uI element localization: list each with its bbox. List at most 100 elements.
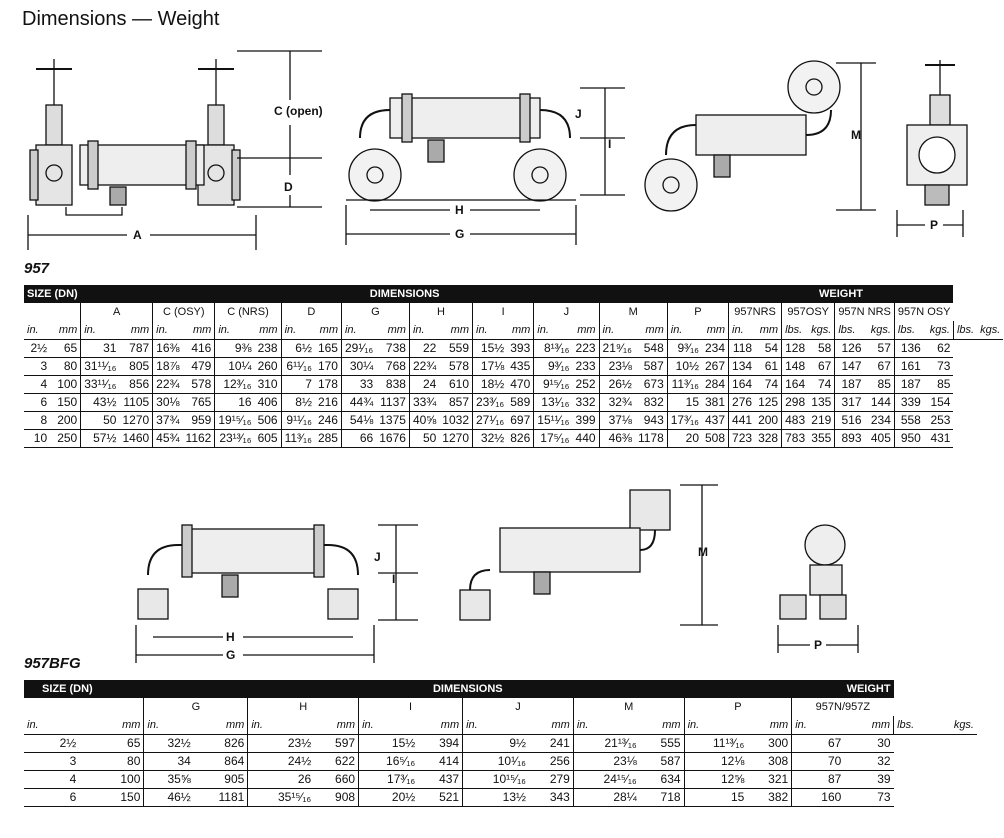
table-cell: 87 <box>791 770 845 789</box>
unit-header: mm <box>634 321 668 340</box>
unit-header: in. <box>152 321 183 340</box>
table-cell: 10¹⁄₁₆ <box>462 752 529 771</box>
table-cell: 276 <box>728 393 756 412</box>
table-cell: 416 <box>182 339 215 358</box>
table-cell: 284 <box>702 375 729 394</box>
table-cell: 622 <box>314 752 359 771</box>
table-cell: 587 <box>639 752 685 771</box>
label-h-bfg: H <box>226 630 235 644</box>
table-cell: 431 <box>923 429 954 448</box>
table-cell: 100 <box>79 770 144 789</box>
table-cell: 587 <box>634 357 668 376</box>
table-cell: 32 <box>844 752 894 771</box>
table-cell: 2½ <box>24 339 51 358</box>
table-cell: 406 <box>254 393 282 412</box>
table-cell: 253 <box>923 411 954 430</box>
table-cell: 35⅝ <box>143 770 194 789</box>
table-cell: 43½ <box>80 393 120 412</box>
table-cell: 22¾ <box>152 375 183 394</box>
table-cell: 234 <box>864 411 895 430</box>
table-cell: 1162 <box>182 429 215 448</box>
table-cell: 864 <box>193 752 248 771</box>
table-cell: 164 <box>781 375 809 394</box>
table-cell: 8¹³⁄₁₆ <box>533 339 573 358</box>
table-cell: 765 <box>182 393 215 412</box>
table-cell: 12⅛ <box>683 752 748 771</box>
table-cell: 39 <box>844 770 894 789</box>
table-cell: 234 <box>702 339 729 358</box>
table-cell: 21⁹⁄₁₆ <box>598 339 635 358</box>
table-cell: 65 <box>50 339 81 358</box>
unit-header: lbs. <box>781 321 809 340</box>
table-cell: 10¼ <box>214 357 255 376</box>
group-header: 957N OSY <box>893 303 954 321</box>
table-cell: 13¹⁄₁₆ <box>533 393 573 412</box>
table-cell: 6½ <box>280 339 315 358</box>
table-cell: 154 <box>923 393 954 412</box>
label-m-bfg: M <box>698 545 708 559</box>
table-cell: 1105 <box>119 393 153 412</box>
table-cell: 805 <box>119 357 153 376</box>
table-cell: 1460 <box>119 429 153 448</box>
table-cell: 9¹⁵⁄₁₆ <box>533 375 573 394</box>
table-cell: 893 <box>834 429 865 448</box>
table-cell: 3 <box>24 752 80 771</box>
table-cell: 673 <box>634 375 668 394</box>
table-cell: 826 <box>193 734 248 753</box>
group-header: 957N/957Z <box>791 698 894 716</box>
unit-header: kgs. <box>933 716 977 735</box>
table-cell: 1032 <box>439 411 473 430</box>
table-cell: 610 <box>439 375 473 394</box>
table-cell: 18½ <box>472 375 508 394</box>
table-cell: 300 <box>747 734 792 753</box>
table-cell: 399 <box>572 411 600 430</box>
table-cell: 126 <box>834 339 865 358</box>
table-cell: 24½ <box>247 752 315 771</box>
table-cell: 856 <box>119 375 153 394</box>
figure-957bfg-vertical-view: M <box>459 484 718 626</box>
table-cell: 31 <box>80 339 120 358</box>
table-cell: 26 <box>247 770 315 789</box>
unit-header: in. <box>791 716 845 735</box>
table-cell: 30¼ <box>340 357 377 376</box>
table-cell: 17⁵⁄₁₆ <box>533 429 573 448</box>
unit-header: lbs. <box>893 716 934 735</box>
table-cell: 908 <box>314 788 359 807</box>
unit-header: mm <box>50 321 81 340</box>
table-cell: 200 <box>50 411 81 430</box>
unit-header: mm <box>507 321 534 340</box>
table-cell: 11³⁄₁₆ <box>666 375 702 394</box>
table-cell: 65 <box>79 734 144 753</box>
size-header: SIZE (DN) <box>24 285 81 303</box>
table-cell: 150 <box>79 788 144 807</box>
table-cell: 160 <box>791 788 845 807</box>
table-cell: 355 <box>808 429 835 448</box>
section-label-957: 957 <box>24 260 50 277</box>
label-p: P <box>930 218 938 232</box>
table-cell: 30⅛ <box>152 393 183 412</box>
table-cell: 483 <box>781 411 809 430</box>
table-cell: 9⅜ <box>214 339 255 358</box>
table-cell: 4 <box>24 770 80 789</box>
unit-header: in. <box>572 716 640 735</box>
table-cell: 85 <box>923 375 954 394</box>
table-cell: 18⅞ <box>152 357 183 376</box>
table-cell: 223 <box>572 339 600 358</box>
table-cell: 24¹⁵⁄₁₆ <box>572 770 640 789</box>
weight-header-bfg: WEIGHT <box>791 680 894 698</box>
table-cell: 33¾ <box>408 393 440 412</box>
table-cell: 33¹¹⁄₁₆ <box>80 375 120 394</box>
table-cell: 279 <box>529 770 574 789</box>
table-cell: 578 <box>182 375 215 394</box>
table-cell: 29¹⁄₁₆ <box>340 339 377 358</box>
label-g-bfg: G <box>226 648 235 662</box>
table-cell: 260 <box>254 357 282 376</box>
table-cell: 20 <box>666 429 702 448</box>
label-j-bfg: J <box>374 550 381 564</box>
table-cell: 660 <box>314 770 359 789</box>
table-cell: 15 <box>683 788 748 807</box>
table-cell: 20½ <box>358 788 419 807</box>
